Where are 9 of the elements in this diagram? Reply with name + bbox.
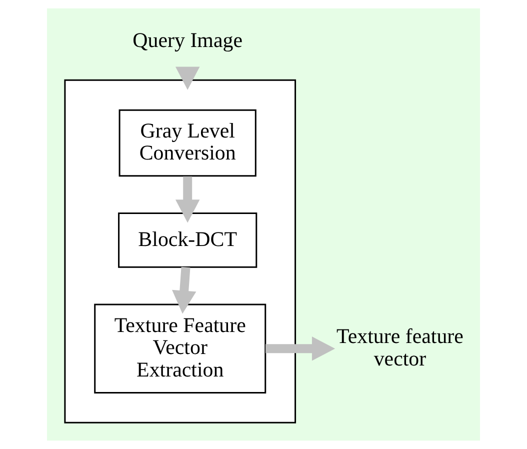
arrow — [266, 336, 336, 361]
node-text: Query Image — [132, 28, 242, 52]
node-box: Block-DCT — [118, 212, 258, 268]
arrow — [175, 176, 200, 223]
cluster — [64, 79, 296, 424]
node-box: Texture Feature Vector Extraction — [94, 304, 266, 394]
node-box: Gray Level Conversion — [118, 109, 256, 177]
arrow — [172, 266, 196, 314]
node-text: Texture feature vector — [336, 324, 464, 370]
